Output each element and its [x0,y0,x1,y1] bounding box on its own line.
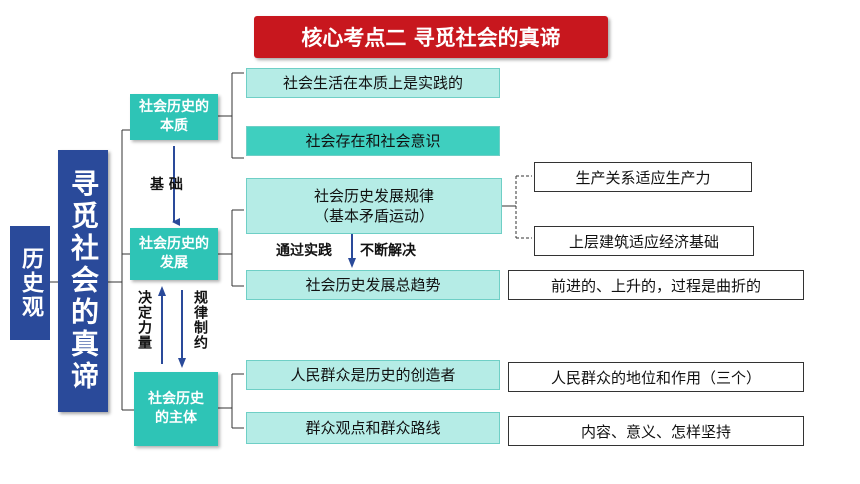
leaf-trend: 社会历史发展总趋势 [246,270,500,300]
page-title: 核心考点二 寻觅社会的真谛 [254,16,608,58]
ext-production: 生产关系适应生产力 [534,162,752,192]
leaf-law-line2: （基本矛盾运动） [313,207,434,225]
label-foundation: 基 础 [150,177,183,193]
leaf-creator: 人民群众是历史的创造者 [246,360,500,390]
root-social-truth: 寻觅社会的真谛 [58,150,108,412]
label-continuous-resolve: 不断解决 [360,243,416,259]
label-decisive-force: 决定力量 [136,290,152,350]
node-subject: 社会历史的主体 [134,372,218,446]
root-historical-view: 历史观 [10,226,50,340]
leaf-law-line1: 社会历史发展规律 [313,187,434,205]
leaf-mass-line: 群众观点和群众路线 [246,412,500,444]
leaf-existence: 社会存在和社会意识 [246,126,500,156]
ext-mass-line-desc: 内容、意义、怎样坚持 [508,416,804,446]
ext-trend-desc: 前进的、上升的，过程是曲折的 [508,270,804,300]
ext-masses-role: 人民群众的地位和作用（三个） [508,362,804,392]
leaf-practice: 社会生活在本质上是实践的 [246,68,500,98]
leaf-law: 社会历史发展规律 （基本矛盾运动） [246,178,502,234]
label-through-practice: 通过实践 [276,243,332,259]
ext-superstructure: 上层建筑适应经济基础 [534,226,754,256]
node-essence: 社会历史的本质 [130,94,218,140]
node-development: 社会历史的发展 [130,228,218,280]
label-regulate: 规律制约 [192,290,208,350]
